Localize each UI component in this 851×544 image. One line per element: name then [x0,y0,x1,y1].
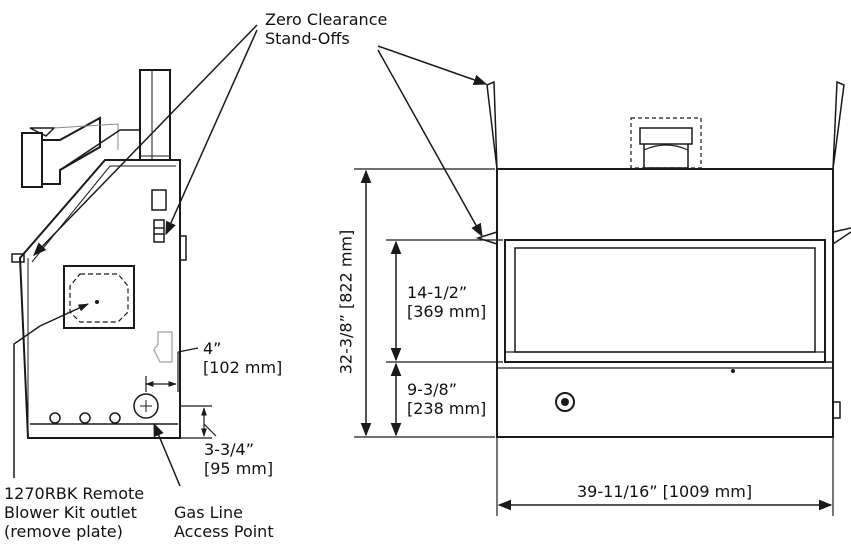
dim-3-3-4-imperial: 3-3/4” [204,440,254,459]
standoffs-line-1: Zero Clearance [265,10,388,29]
gas-line-leader [153,422,181,487]
blower-kit-callout: 1270RBK Remote Blower Kit outlet (remove… [4,484,144,541]
side-body-outline [18,159,181,439]
standoff-leader-front-2 [377,49,483,238]
blower-kit-line-3: (remove plate) [4,522,123,541]
blower-kit-plate [63,265,135,329]
gas-line-line-2: Access Point [174,522,274,541]
standoff-leader-side-1 [33,24,258,256]
standoffs-callout: Zero Clearance Stand-Offs [265,10,387,48]
front-dimensions [354,168,833,511]
dim-opening-metric: [369 mm] [407,302,487,321]
dim-lower-imperial: 9-3/8” [407,380,457,399]
dim-3-3-4-metric: [95 mm] [204,459,274,478]
bracket [151,189,167,243]
dim-4-imperial: 4” [203,339,222,358]
blower-kit-line-1: 1270RBK Remote [4,484,145,503]
gas-line-line-1: Gas Line [174,503,243,522]
dim-4-label: 4” [102 mm] [203,339,282,377]
blower-kit-line-2: Blower Kit outlet [4,503,137,522]
standoff-leader-side-2 [165,29,258,236]
standoff-leader-front-1 [377,45,488,86]
dim-4-metric: [102 mm] [203,358,283,377]
dim-3-3-4-label: 3-3/4” [95 mm] [204,440,273,478]
front-view [475,80,851,516]
gas-line-callout: Gas Line Access Point [174,503,274,541]
dim-lower-height-label: 9-3/8” [238 mm] [407,380,486,418]
standoffs-line-2: Stand-Offs [265,29,350,48]
dim-lower-metric: [238 mm] [407,399,487,418]
dim-width-label: 39-11/16” [1009 mm] [577,482,753,501]
front-body [496,168,834,438]
blower-kit-leader [13,303,89,478]
dim-total-height-label: 32-3/8” [822 mm] [336,229,356,375]
side-view [11,69,187,439]
control-knob [555,392,575,412]
side-dimensions [145,347,217,439]
dim-opening-imperial: 14-1/2” [407,283,468,302]
gas-access-point [133,393,159,419]
dim-opening-height-label: 14-1/2” [369 mm] [407,283,486,321]
